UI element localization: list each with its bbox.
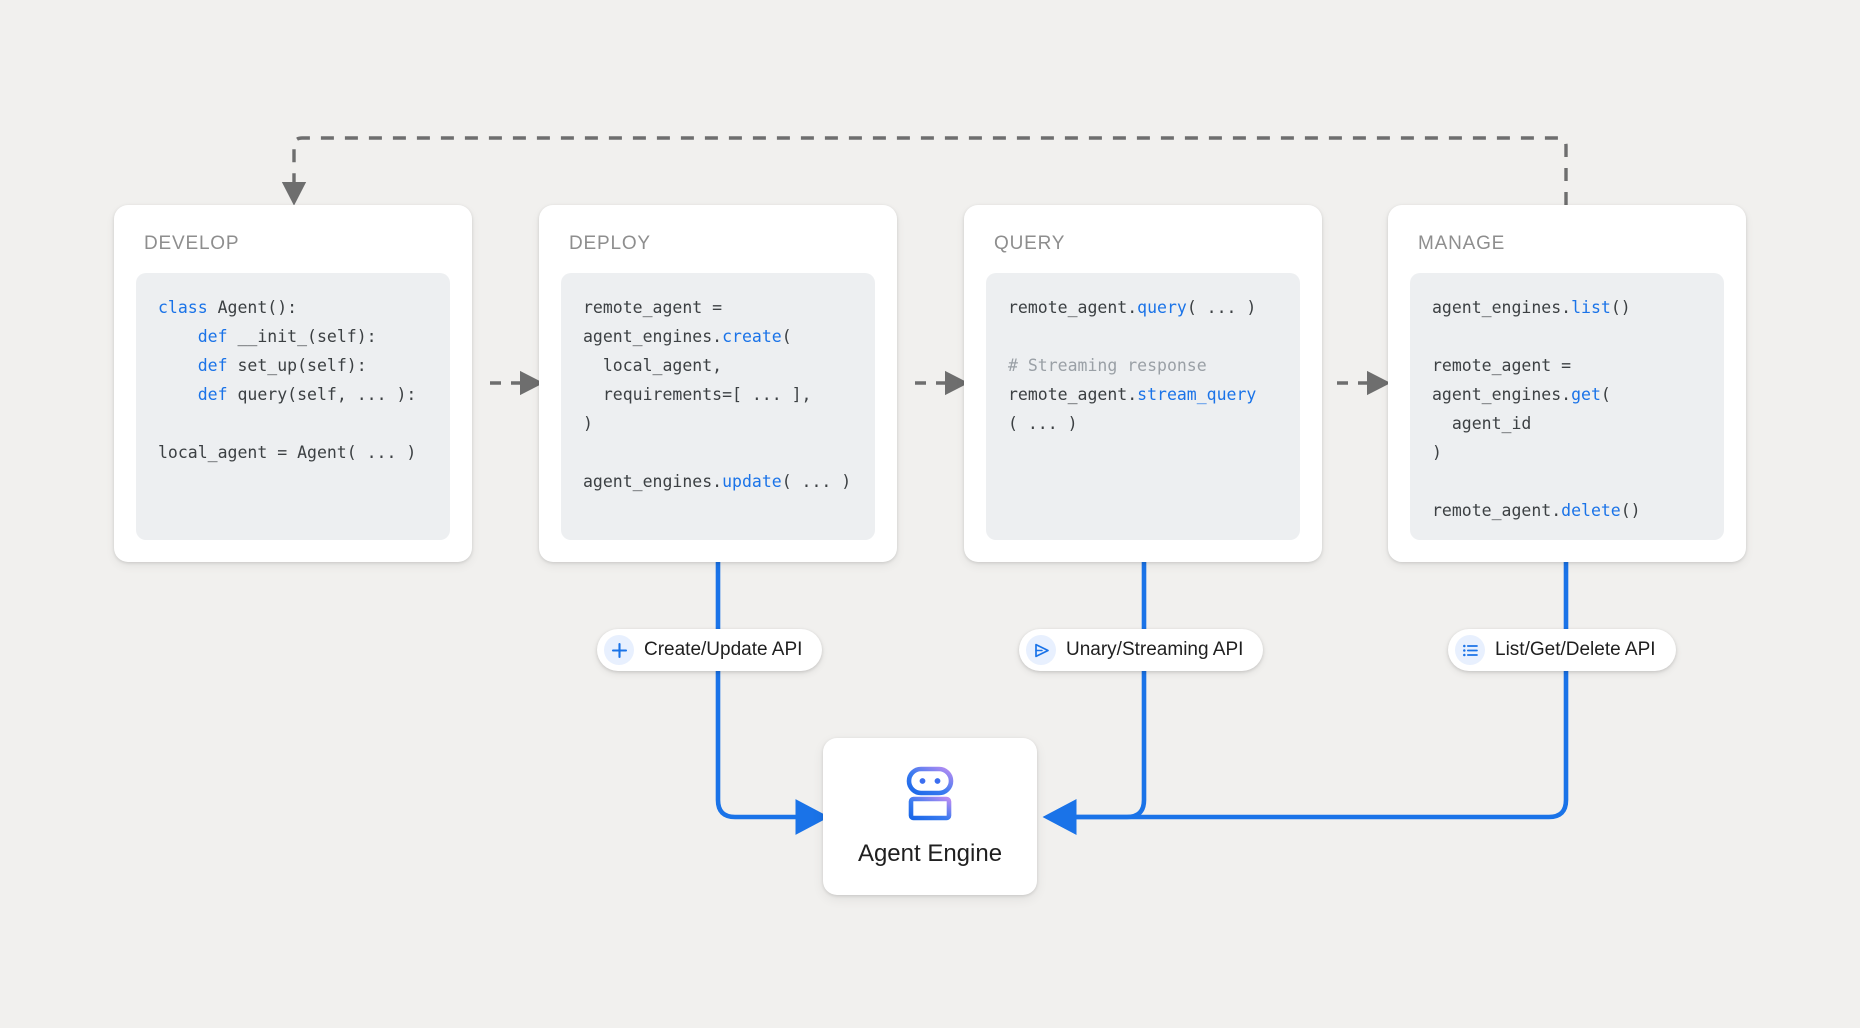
api-pill-create-update[interactable]: Create/Update API: [597, 629, 823, 671]
robot-icon: [895, 766, 965, 824]
stage-card-deploy[interactable]: DEPLOY remote_agent = agent_engines.crea…: [539, 205, 897, 562]
stage-card-manage[interactable]: MANAGE agent_engines.list() remote_agent…: [1388, 205, 1746, 562]
code-block-query: remote_agent.query( ... ) # Streaming re…: [986, 273, 1300, 540]
send-icon: [1026, 635, 1056, 665]
stage-card-develop[interactable]: DEVELOP class Agent(): def __init_(self)…: [114, 205, 472, 562]
list-icon: [1455, 635, 1485, 665]
agent-engine-label: Agent Engine: [857, 839, 1003, 867]
agent-engine-node[interactable]: Agent Engine: [823, 738, 1037, 895]
stage-title-deploy: DEPLOY: [569, 233, 651, 254]
api-line-list-get-delete: [1042, 562, 1569, 835]
api-line-create-update: [715, 562, 830, 835]
stage-title-develop: DEVELOP: [144, 233, 240, 254]
stage-title-query: QUERY: [994, 233, 1066, 254]
code-block-manage: agent_engines.list() remote_agent = agen…: [1410, 273, 1724, 540]
stage-title-manage: MANAGE: [1418, 233, 1506, 254]
stage-card-query[interactable]: QUERY remote_agent.query( ... ) # Stream…: [964, 205, 1322, 562]
feedback-loop-arrow: [281, 136, 1568, 206]
api-line-unary-streaming: [1042, 562, 1147, 835]
api-pill-label-create-update: Create/Update API: [644, 639, 803, 660]
api-pill-unary-streaming[interactable]: Unary/Streaming API: [1019, 629, 1264, 671]
plus-icon: [604, 635, 634, 665]
code-block-develop: class Agent(): def __init_(self): def se…: [136, 273, 450, 540]
api-pill-list-get-delete[interactable]: List/Get/Delete API: [1448, 629, 1676, 671]
api-pill-label-list-get-delete: List/Get/Delete API: [1495, 639, 1656, 660]
code-block-deploy: remote_agent = agent_engines.create( loc…: [561, 273, 875, 540]
api-pill-label-unary-streaming: Unary/Streaming API: [1066, 639, 1244, 660]
